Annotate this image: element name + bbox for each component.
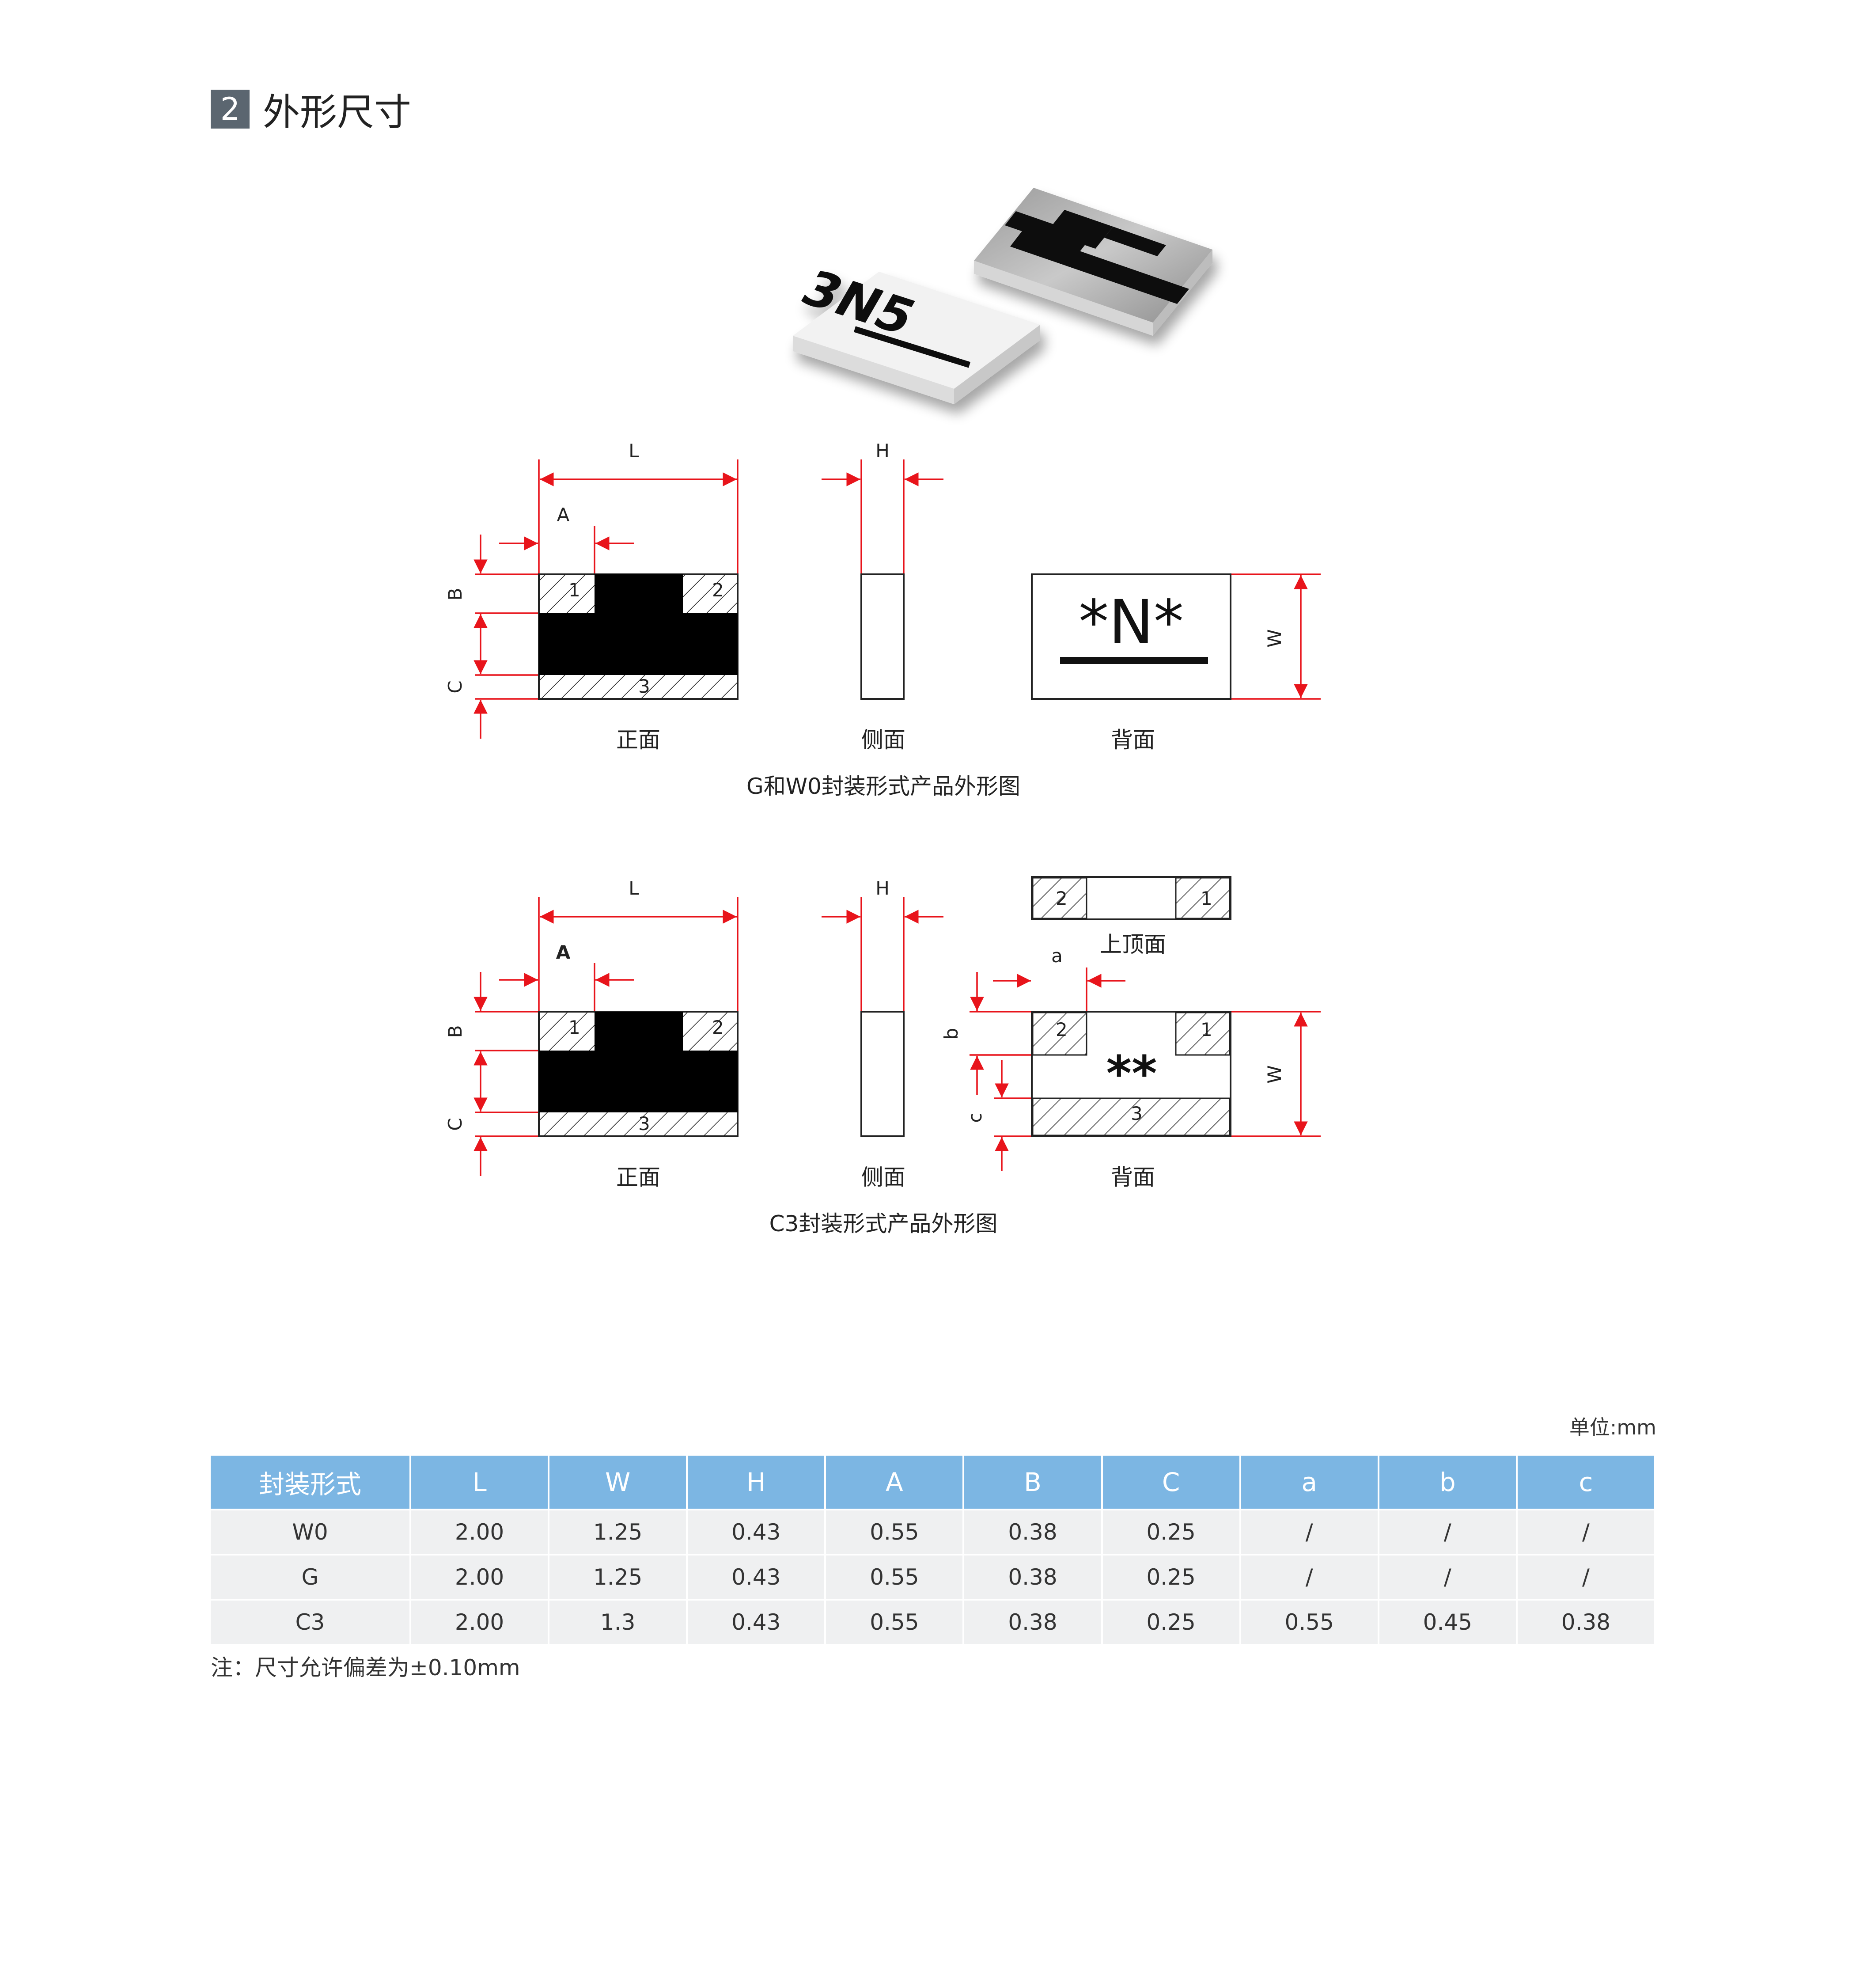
chip-photo-underline bbox=[853, 326, 971, 368]
table-cell: / bbox=[1517, 1555, 1654, 1599]
figure2-top-view: 2 1 bbox=[1031, 876, 1231, 920]
fig1-dim-L: L bbox=[629, 440, 639, 462]
chip-front-photo: 3N5 bbox=[792, 260, 1040, 404]
fig1-dim-W: W bbox=[1264, 629, 1285, 648]
fig2-back-pad-2: 2 bbox=[1056, 1019, 1068, 1040]
fig2-dim-A: A bbox=[556, 941, 571, 963]
table-cell: 0.43 bbox=[688, 1555, 825, 1599]
table-cell: W0 bbox=[211, 1510, 409, 1554]
table-cell: 0.55 bbox=[826, 1555, 963, 1599]
fig2-top-pad-2: 2 bbox=[1056, 888, 1068, 909]
table-cell: / bbox=[1517, 1510, 1654, 1554]
col-header-L: L bbox=[411, 1456, 548, 1509]
tolerance-note: 注：尺寸允许偏差为±0.10mm bbox=[211, 1655, 520, 1681]
fig2-back-pad-3: 3 bbox=[1131, 1103, 1143, 1124]
fig2-dim-b: b bbox=[940, 1028, 962, 1040]
table-cell: / bbox=[1241, 1510, 1378, 1554]
fig2-dim-B: B bbox=[444, 1025, 466, 1038]
table-cell: 0.45 bbox=[1379, 1601, 1516, 1644]
table-cell: 2.00 bbox=[411, 1601, 548, 1644]
product-photo: 3N5 bbox=[792, 188, 1212, 404]
fig2-pad-1: 1 bbox=[568, 1017, 580, 1038]
table-header-row: 封装形式 L W H A B C a b c bbox=[211, 1456, 1654, 1509]
table-cell: / bbox=[1379, 1555, 1516, 1599]
table-cell: / bbox=[1241, 1555, 1378, 1599]
fig1-caption: G和W0封装形式产品外形图 bbox=[746, 774, 1020, 799]
fig1-pad-2: 2 bbox=[712, 579, 724, 601]
fig1-label-back: 背面 bbox=[1111, 727, 1155, 753]
figure2-side-view: H bbox=[822, 877, 943, 1137]
fig2-label-side: 侧面 bbox=[861, 1165, 905, 1190]
fig1-dim-B: B bbox=[444, 588, 466, 601]
fig1-pad-1: 1 bbox=[568, 579, 580, 601]
col-header-H: H bbox=[688, 1456, 825, 1509]
figure1-side-view: H bbox=[822, 440, 943, 700]
col-header-A: A bbox=[826, 1456, 963, 1509]
table-cell: 0.43 bbox=[688, 1601, 825, 1644]
fig2-dim-C: C bbox=[444, 1118, 466, 1131]
table-cell: 0.55 bbox=[826, 1510, 963, 1554]
table-cell: 0.25 bbox=[1102, 1510, 1239, 1554]
fig2-back-pad-1: 1 bbox=[1201, 1019, 1212, 1040]
table-cell: 1.3 bbox=[549, 1601, 686, 1644]
fig2-caption: C3封装形式产品外形图 bbox=[769, 1211, 998, 1237]
table-row: C3 2.00 1.3 0.43 0.55 0.38 0.25 0.55 0.4… bbox=[211, 1601, 1654, 1644]
table-unit: 单位:mm bbox=[1569, 1415, 1656, 1439]
table-cell: 2.00 bbox=[411, 1555, 548, 1599]
section-title: 外形尺寸 bbox=[263, 90, 412, 134]
fig1-label-side: 侧面 bbox=[861, 727, 905, 753]
col-header-B: B bbox=[964, 1456, 1101, 1509]
table-cell: 0.43 bbox=[688, 1510, 825, 1554]
fig2-pad-3: 3 bbox=[638, 1113, 650, 1134]
table-cell: 0.38 bbox=[1517, 1601, 1654, 1644]
col-header-a: a bbox=[1241, 1456, 1378, 1509]
fig2-dim-c: c bbox=[964, 1112, 986, 1123]
table-cell: 0.25 bbox=[1102, 1601, 1239, 1644]
dimension-table: 封装形式 L W H A B C a b c W0 2.00 1.25 0.43… bbox=[209, 1454, 1656, 1646]
table-cell: 0.55 bbox=[826, 1601, 963, 1644]
col-header-W: W bbox=[549, 1456, 686, 1509]
table-cell: 2.00 bbox=[411, 1510, 548, 1554]
table-cell: G bbox=[211, 1555, 409, 1599]
fig1-label-front: 正面 bbox=[616, 727, 660, 753]
table-cell: 0.38 bbox=[964, 1510, 1101, 1554]
fig2-top-pad-1: 1 bbox=[1201, 888, 1212, 909]
section-number: 2 bbox=[211, 90, 250, 129]
chip-back-photo bbox=[974, 188, 1212, 336]
fig2-label-back: 背面 bbox=[1111, 1165, 1155, 1190]
figure2-front-view: 1 2 3 L A B C bbox=[444, 877, 739, 1176]
fig2-label-front: 正面 bbox=[616, 1165, 660, 1190]
fig2-dim-H: H bbox=[875, 877, 890, 899]
fig1-back-mark: *N* bbox=[1079, 588, 1184, 657]
table-cell: 0.38 bbox=[964, 1555, 1101, 1599]
fig2-back-mark: ** bbox=[1106, 1045, 1157, 1102]
table-row: W0 2.00 1.25 0.43 0.55 0.38 0.25 / / / bbox=[211, 1510, 1654, 1554]
fig2-dim-L: L bbox=[629, 877, 639, 899]
fig2-label-top: 上顶面 bbox=[1100, 932, 1166, 957]
table-row: G 2.00 1.25 0.43 0.55 0.38 0.25 / / / bbox=[211, 1555, 1654, 1599]
figure1-back-view: *N* W bbox=[1031, 573, 1321, 700]
table-cell: / bbox=[1379, 1510, 1516, 1554]
table-cell: C3 bbox=[211, 1601, 409, 1644]
fig1-dim-H: H bbox=[875, 440, 890, 462]
table-cell: 0.55 bbox=[1241, 1601, 1378, 1644]
fig1-pad-3: 3 bbox=[638, 675, 650, 697]
table-cell: 1.25 bbox=[549, 1510, 686, 1554]
fig2-pad-2: 2 bbox=[712, 1017, 724, 1038]
table-cell: 0.38 bbox=[964, 1601, 1101, 1644]
figure2-back-view: 2 1 3 ** a b c W bbox=[940, 945, 1321, 1171]
fig1-dim-A: A bbox=[557, 504, 570, 526]
col-header-C: C bbox=[1102, 1456, 1239, 1509]
figure1-front-view: 1 2 3 L A B C bbox=[444, 440, 739, 739]
fig1-dim-C: C bbox=[444, 680, 466, 693]
col-header-package: 封装形式 bbox=[211, 1456, 409, 1509]
section-heading: 2 外形尺寸 bbox=[211, 88, 411, 134]
fig2-dim-W: W bbox=[1264, 1065, 1285, 1084]
col-header-b: b bbox=[1379, 1456, 1516, 1509]
table-cell: 0.25 bbox=[1102, 1555, 1239, 1599]
fig2-dim-a: a bbox=[1051, 945, 1063, 967]
col-header-c: c bbox=[1517, 1456, 1654, 1509]
table-cell: 1.25 bbox=[549, 1555, 686, 1599]
